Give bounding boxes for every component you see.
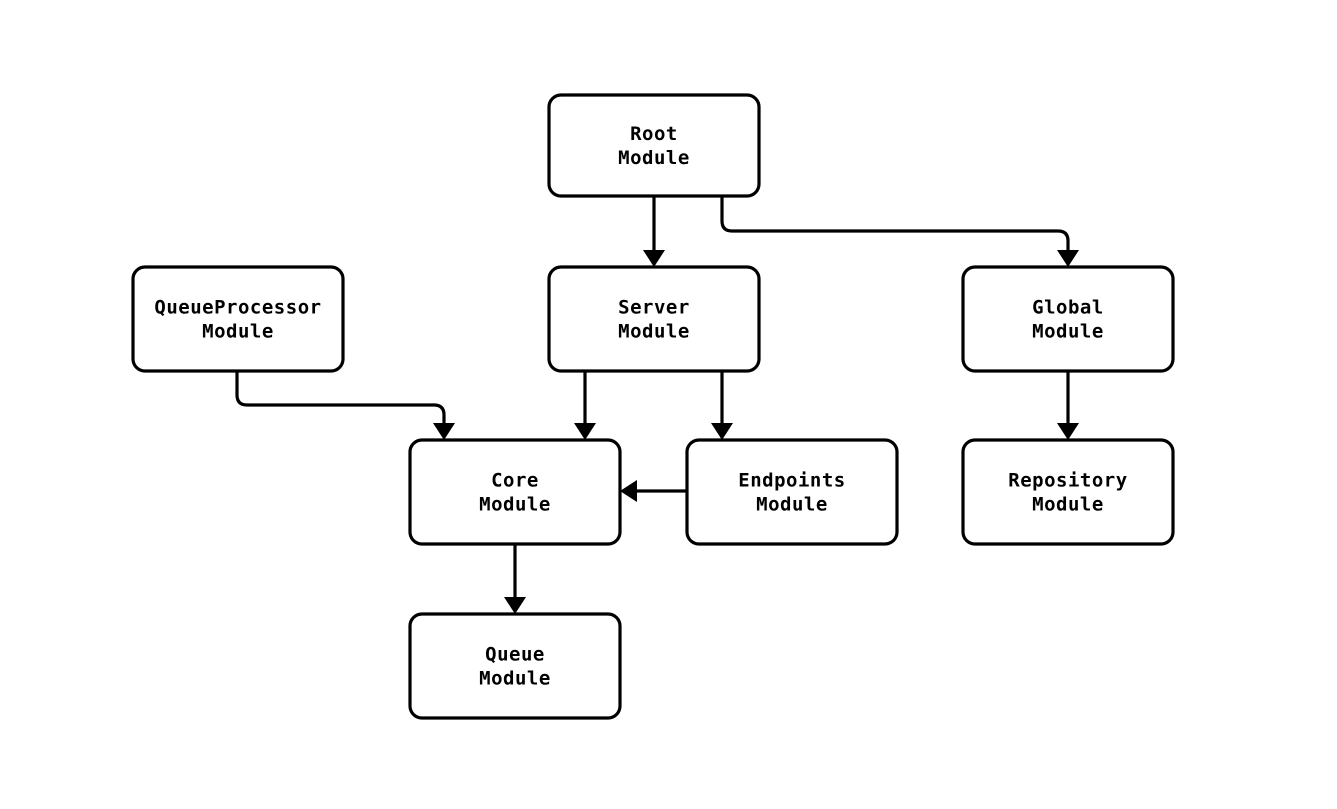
node-label-suffix: Module (756, 494, 828, 516)
edge-arrowhead (620, 480, 637, 502)
node-box[interactable] (547, 93, 761, 198)
edge-core-to-queue (504, 544, 526, 614)
edge-endpoints-to-core (620, 480, 687, 502)
edge-global-to-repository (1057, 371, 1079, 440)
node-label-name: Core (491, 470, 539, 492)
node-label-name: Endpoints (738, 470, 845, 492)
node-label-suffix: Module (479, 668, 551, 690)
edge-arrowhead (504, 597, 526, 614)
edge-arrowhead (1057, 423, 1079, 440)
node-label-suffix: Module (618, 147, 690, 169)
node-label-name: Root (630, 123, 678, 145)
node-label-suffix: Module (1032, 494, 1104, 516)
edges-layer (235, 196, 1079, 614)
edge-server-to-endpoints (711, 371, 733, 440)
node-box[interactable] (408, 612, 622, 720)
edge-line (720, 196, 1070, 250)
node-label-name: QueueProcessor (154, 297, 321, 319)
edge-root-to-global (720, 196, 1079, 267)
edge-server-to-core (574, 371, 596, 440)
node-box[interactable] (131, 265, 345, 373)
node-box[interactable] (408, 438, 622, 546)
edge-arrowhead (433, 423, 455, 440)
node-label-name: Queue (485, 644, 545, 666)
edge-arrowhead (711, 423, 733, 440)
edge-arrowhead (643, 250, 665, 267)
edge-arrowhead (574, 423, 596, 440)
edge-root-to-server (643, 196, 665, 267)
node-box[interactable] (961, 265, 1175, 373)
node-label-suffix: Module (1032, 321, 1104, 343)
node-label-suffix: Module (479, 494, 551, 516)
node-label-suffix: Module (202, 321, 274, 343)
node-label-name: Global (1032, 297, 1104, 319)
edge-line (235, 371, 446, 423)
nodes-layer: RootModuleQueueProcessorModuleServerModu… (131, 93, 1175, 720)
node-box[interactable] (547, 265, 761, 373)
edge-arrowhead (1057, 250, 1079, 267)
node-label-name: Repository (1008, 470, 1127, 492)
node-label-suffix: Module (618, 321, 690, 343)
node-box[interactable] (961, 438, 1175, 546)
node-label-name: Server (618, 297, 690, 319)
node-box[interactable] (685, 438, 899, 546)
edge-queueprocessor-to-core (235, 371, 455, 440)
